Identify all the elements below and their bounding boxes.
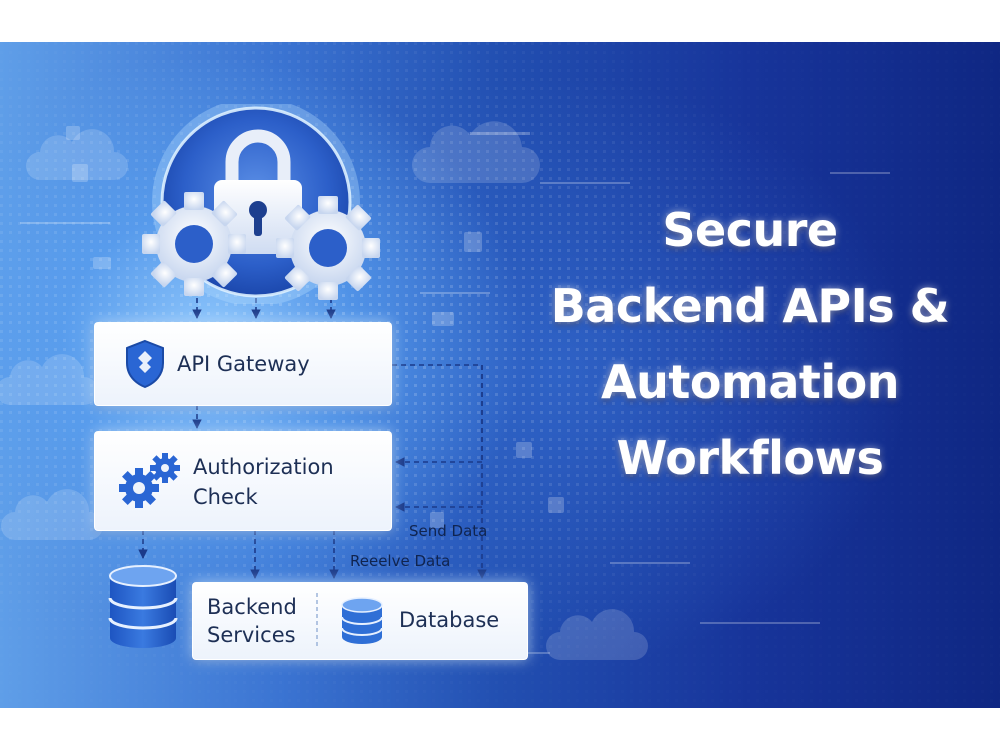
headline-line: Secure [662, 203, 838, 257]
security-hub-illustration [142, 104, 380, 304]
cloud-icon [0, 121, 648, 660]
api-gateway-box: API Gateway [94, 322, 392, 406]
headline-line: Automation [600, 355, 900, 409]
database-label: Database [399, 608, 500, 632]
database-icon [108, 565, 178, 648]
headline-line: Workflows [616, 431, 884, 485]
authorization-label-line2: Check [193, 485, 258, 509]
gear-icon [142, 192, 246, 296]
headline: Secure Backend APIs & Automation Workflo… [520, 192, 980, 496]
hero-banner: API Gateway [0, 42, 1000, 708]
send-data-label: Send Data [409, 522, 488, 540]
gears-icon [119, 453, 180, 508]
divider-line [316, 593, 318, 649]
api-gateway-label: API Gateway [177, 352, 310, 376]
headline-line: Backend APIs & [550, 279, 950, 333]
receive-data-label: Reeelve Data [350, 552, 451, 570]
backend-services-label-line1: Backend [207, 595, 297, 619]
authorization-check-box: Authorization Check [94, 431, 392, 531]
backend-database-box: Backend Services Database [192, 582, 528, 660]
gear-icon [276, 196, 380, 300]
shield-icon [126, 339, 164, 389]
backend-services-label-line2: Services [207, 623, 296, 647]
authorization-label-line1: Authorization [193, 455, 334, 479]
database-icon [341, 597, 383, 644]
